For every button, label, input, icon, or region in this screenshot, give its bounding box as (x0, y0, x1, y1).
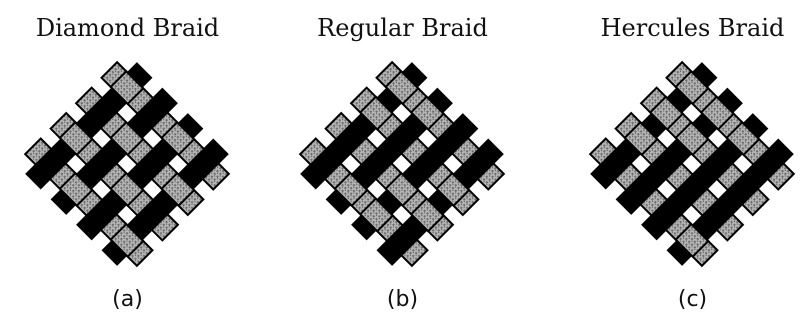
diamond-braid-figure: Diamond Braid (a) (20, 0, 235, 333)
figure-caption: (a) (20, 287, 235, 312)
hercules-braid-diagram (585, 52, 800, 282)
figure-caption: (b) (295, 287, 510, 312)
regular-braid-diagram (295, 52, 510, 282)
figure-title: Hercules Braid (585, 14, 800, 42)
figure-caption: (c) (585, 287, 800, 312)
figure-title: Regular Braid (295, 14, 510, 42)
hercules-braid-figure: Hercules Braid (c) (585, 0, 800, 333)
diamond-braid-diagram (20, 52, 235, 282)
regular-braid-figure: Regular Braid (b) (295, 0, 510, 333)
figure-title: Diamond Braid (20, 14, 235, 42)
